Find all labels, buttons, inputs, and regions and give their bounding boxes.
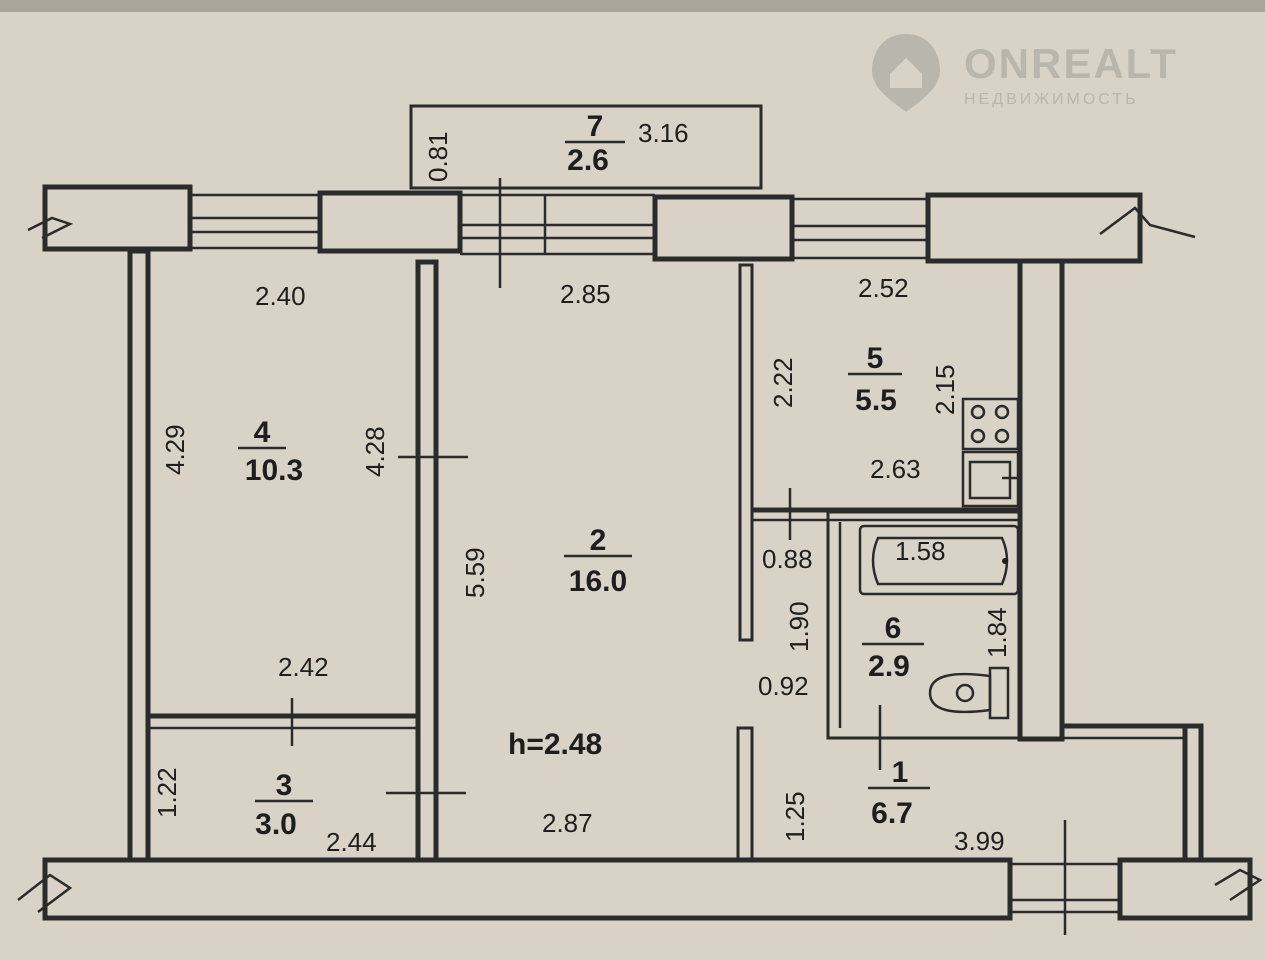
top-wall-pier-2 <box>652 194 795 262</box>
break-mark-top-left <box>27 216 74 240</box>
top-window-3 <box>792 197 928 260</box>
room-5-area: 5.5 <box>855 384 897 417</box>
bottom-wall-left <box>42 857 1013 921</box>
top-window-2 <box>460 178 655 288</box>
room-4-label: 4 10.3 <box>238 416 303 487</box>
dim-balcony-depth: 0.81 <box>423 131 453 182</box>
dim-room4-right: 4.28 <box>360 426 390 477</box>
break-mark-bottom-right <box>1214 868 1263 902</box>
dim-room5-left: 2.22 <box>768 357 798 408</box>
watermark-brand: ONREALT <box>964 40 1178 87</box>
top-wall-left <box>42 184 193 252</box>
partition-4-2 <box>415 259 439 863</box>
right-wall <box>1017 258 1065 742</box>
dim-room3-bottom: 2.44 <box>326 827 377 857</box>
dim-room5-bottom: 2.63 <box>870 454 921 484</box>
paper-edge <box>0 0 1265 12</box>
room-3-area: 3.0 <box>255 808 297 841</box>
dim-balcony-width: 3.16 <box>638 118 689 148</box>
dim-room2-top: 2.85 <box>560 279 611 309</box>
room-2-number: 2 <box>590 524 607 557</box>
partition-2-5 <box>738 263 754 642</box>
room-2-area: 16.0 <box>569 565 627 598</box>
room-3-label: 3 3.0 <box>255 769 313 841</box>
right-corridor-wall <box>1182 723 1204 863</box>
ceiling-height: h=2.48 <box>508 728 602 761</box>
dim-hall-low: 1.25 <box>780 791 810 842</box>
room-6-area: 2.9 <box>868 650 910 683</box>
top-wall-pier-1 <box>317 190 463 254</box>
stove-icon <box>961 397 1020 451</box>
hall-partition <box>736 726 754 862</box>
room-3-number: 3 <box>276 769 293 802</box>
room-6-number: 6 <box>885 612 902 645</box>
bottom-wall-right <box>1117 857 1253 921</box>
dim-hall-bottom: 3.99 <box>954 826 1005 856</box>
dim-room2-bottom: 2.87 <box>542 808 593 838</box>
dim-room4-top: 2.40 <box>255 281 306 311</box>
toilet-icon <box>928 666 1010 720</box>
dim-bath-width: 1.58 <box>895 536 946 566</box>
dim-hall-mid: 0.92 <box>758 671 809 701</box>
house-roof-icon <box>890 58 922 88</box>
room-1-number: 1 <box>892 756 909 789</box>
dim-hall-top: 0.88 <box>762 544 813 574</box>
dim-room5-right: 2.15 <box>930 364 960 415</box>
room-7-number: 7 <box>587 110 604 143</box>
room-6-label: 6 2.9 <box>862 612 924 683</box>
room-4-area: 10.3 <box>245 454 303 487</box>
bathtub-icon <box>858 524 1020 596</box>
dim-room3-side: 1.22 <box>152 767 182 818</box>
top-window-1 <box>190 193 320 250</box>
dim-room4-left: 4.29 <box>160 424 190 475</box>
balcony-outline <box>409 104 763 190</box>
bottom-window <box>1010 820 1120 935</box>
room-5-label: 5 5.5 <box>848 342 902 417</box>
room-5-number: 5 <box>867 342 884 375</box>
dim-room5-top: 2.52 <box>858 273 909 303</box>
dim-bath-side: 1.84 <box>982 607 1012 658</box>
sink-icon <box>961 450 1020 508</box>
watermark-subtitle: НЕДВИЖИМОСТЬ <box>964 91 1139 108</box>
room-4-number: 4 <box>254 416 271 449</box>
top-wall-right <box>925 192 1143 264</box>
room-1-area: 6.7 <box>871 797 913 830</box>
room-2-label: 2 16.0 <box>564 524 632 598</box>
room-1-label: 1 6.7 <box>868 756 930 830</box>
break-mark-top-right <box>1099 206 1196 239</box>
dim-room4-bottom: 2.42 <box>278 652 329 682</box>
dim-hall-side: 1.90 <box>784 601 814 652</box>
watermark-logo: ONREALT НЕДВИЖИМОСТЬ <box>872 34 1178 112</box>
room-7-area: 2.6 <box>567 144 609 177</box>
room-7-label: 7 2.6 <box>565 110 625 177</box>
dim-room2-left: 5.59 <box>460 547 490 598</box>
break-mark-bottom-left <box>17 873 73 913</box>
left-wall <box>127 248 151 863</box>
